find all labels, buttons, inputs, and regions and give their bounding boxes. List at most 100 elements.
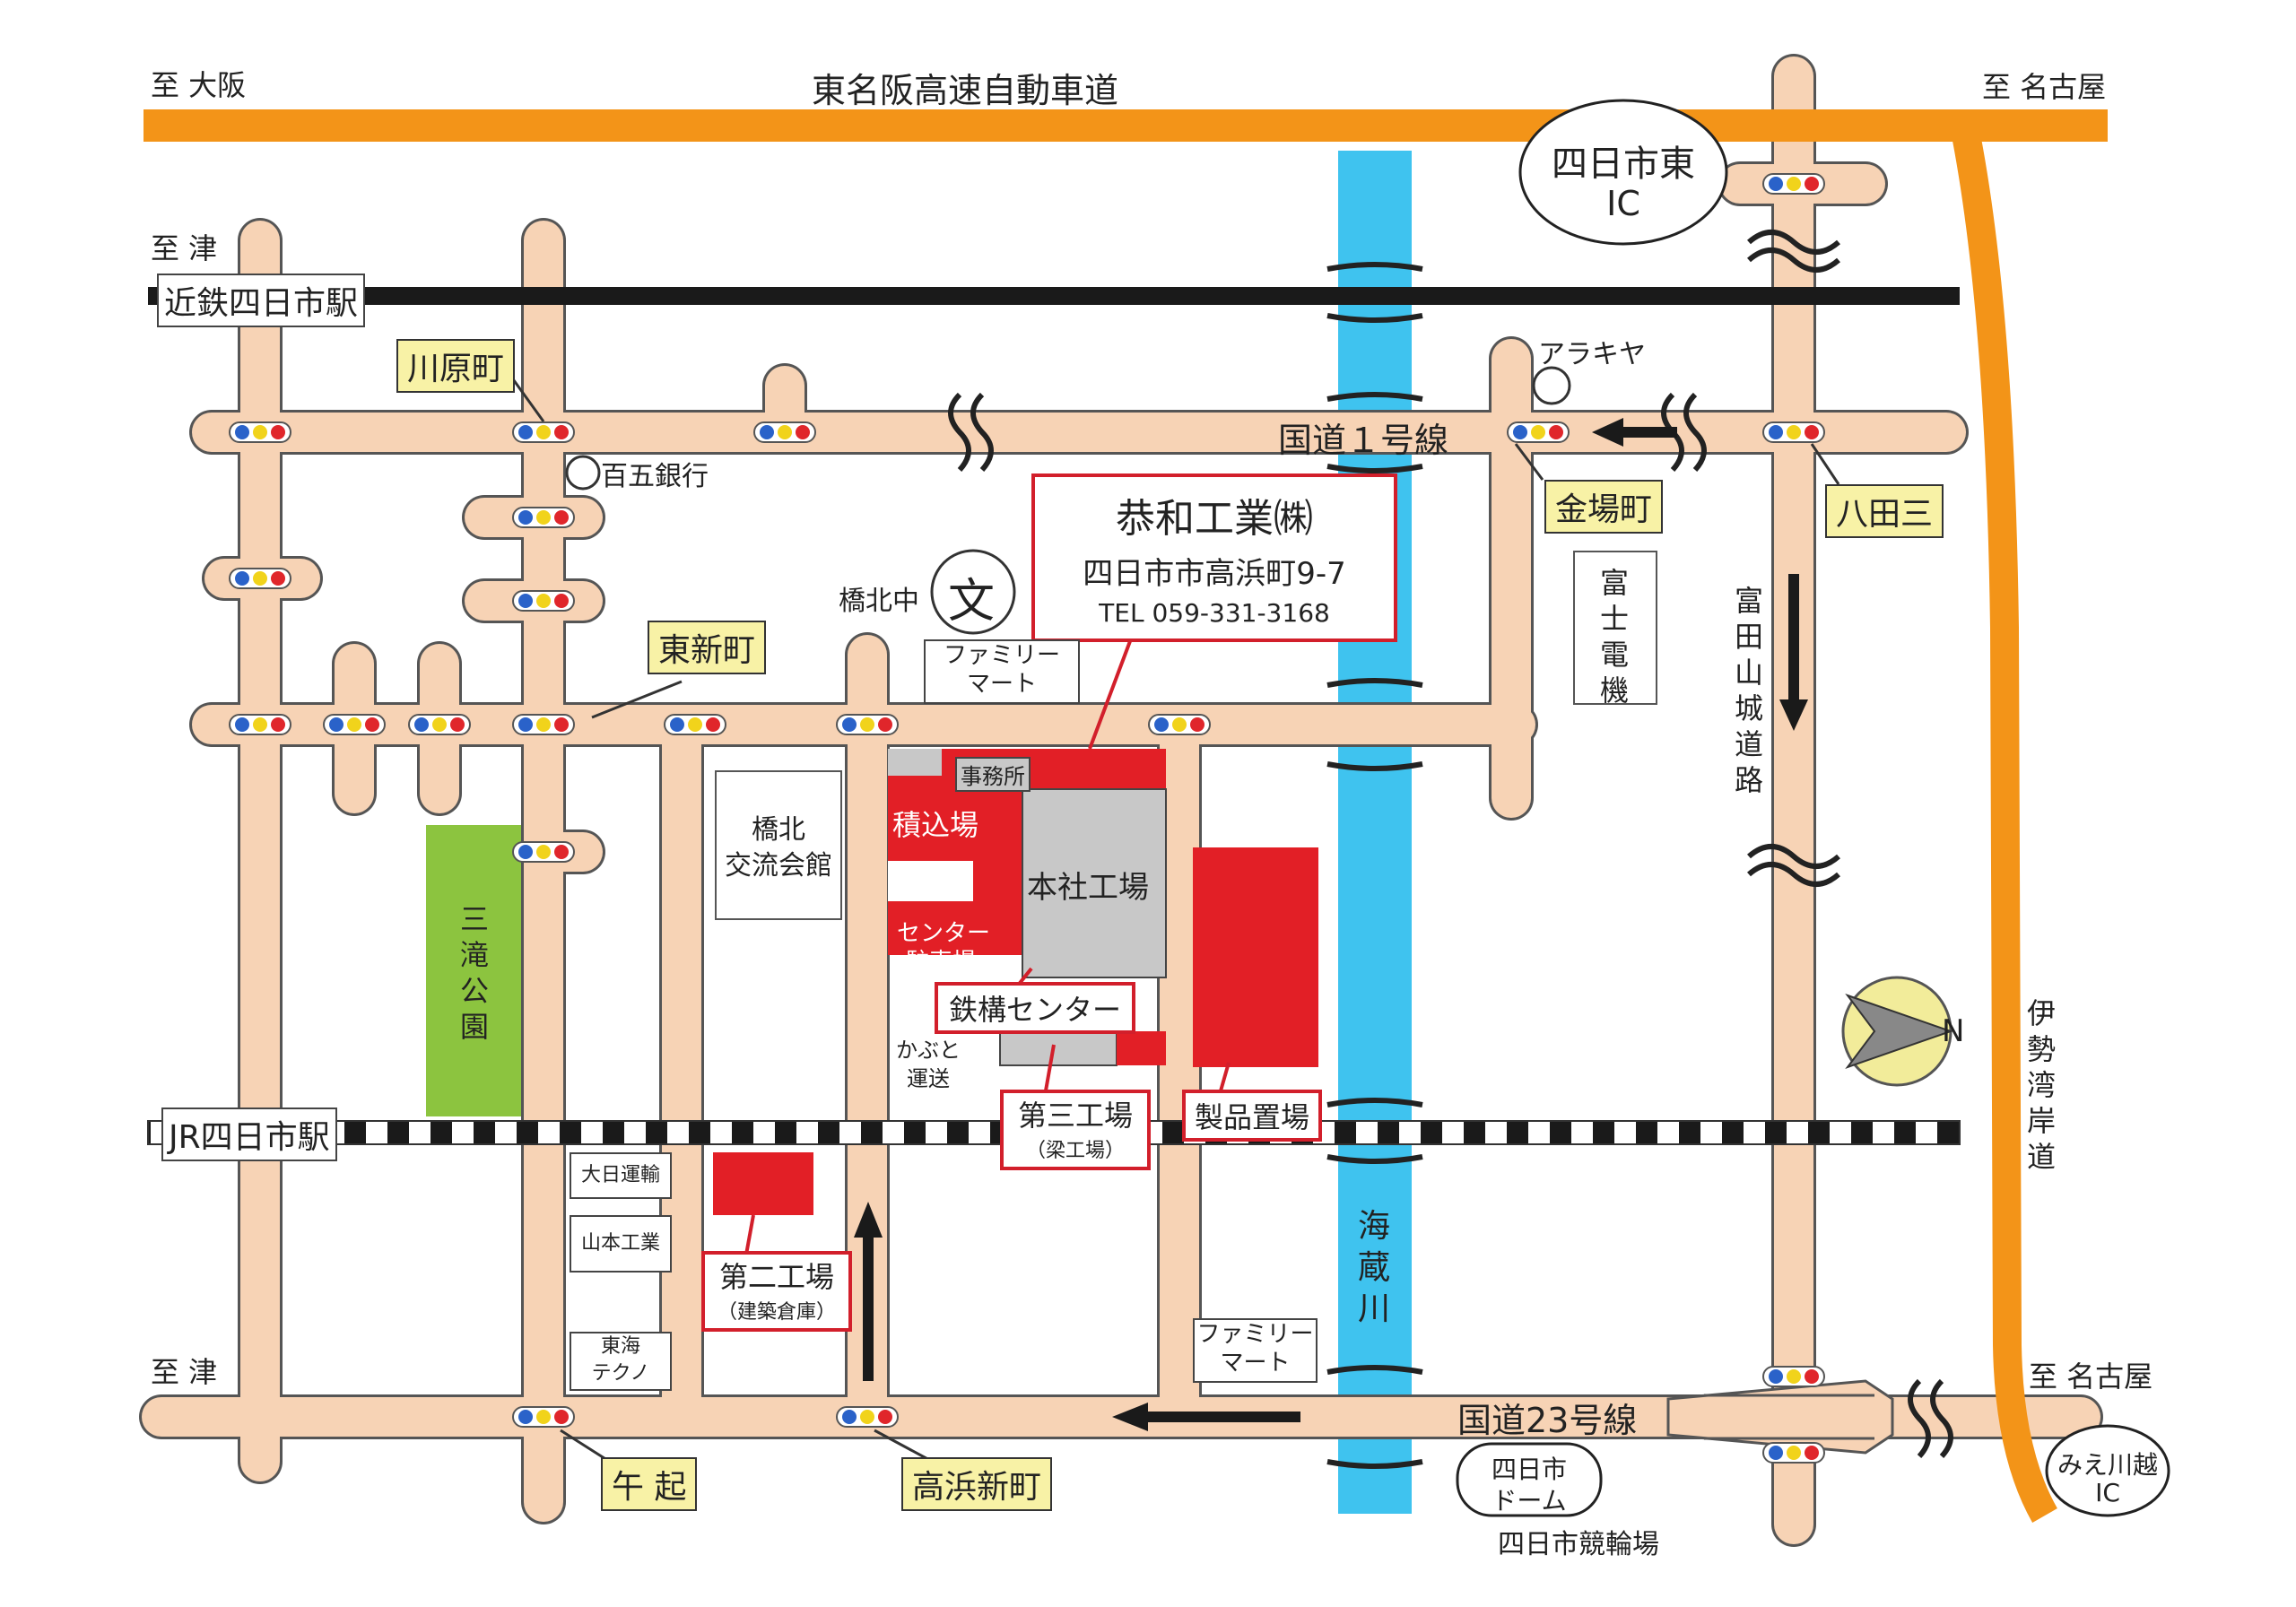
intersection-higashishinmachi: 東新町	[648, 621, 767, 674]
fuji-denki-label: 富士電機	[1599, 566, 1629, 708]
intersection-takahamashinmachi: 高浜新町	[901, 1457, 1053, 1511]
traffic-light-icon	[512, 1406, 575, 1428]
school-circle	[930, 549, 1016, 635]
traffic-light-icon	[229, 421, 291, 443]
traffic-light-icon	[512, 714, 575, 735]
traffic-light-icon	[229, 568, 291, 589]
traffic-light-icon	[1762, 173, 1825, 195]
daisan-line1: 第三工場	[1017, 1099, 1133, 1133]
ic-yokkaichi-higashi-line1: 四日市東	[1552, 143, 1695, 185]
break-marks	[948, 230, 1953, 1459]
traffic-light-icon	[512, 421, 575, 443]
tekko-center-label: 鉄構センター	[935, 982, 1136, 1034]
dome-box	[1456, 1442, 1603, 1517]
traffic-light-icon	[408, 714, 471, 735]
family-mart-north: ファミリー マート	[924, 639, 1080, 704]
dest-tsu-lower: 至 津	[151, 1355, 218, 1389]
traffic-light-icon	[1762, 1366, 1825, 1387]
intersection-hattasan: 八田三	[1825, 484, 1944, 538]
company-address: 四日市市高浜町9-7	[1083, 556, 1346, 592]
center-parking-line1: センター	[897, 920, 991, 947]
traffic-light-icon	[836, 1406, 899, 1428]
ic-yokkaichi-higashi-line2: IC	[1606, 184, 1640, 223]
kaizo-river-label: 海蔵川	[1357, 1208, 1390, 1327]
kaizo-river	[1338, 151, 1412, 1514]
factory-buildings	[713, 749, 1318, 1215]
seihin-label: 製品置場	[1182, 1090, 1323, 1142]
daini-factory-label: 第二工場 （建築倉庫）	[701, 1251, 852, 1332]
bridges	[1326, 262, 1423, 1469]
traffic-arrows	[854, 418, 1808, 1431]
sanryu-park-label: 三滝公園	[459, 902, 489, 1044]
ic-mie-kawagoe-line1: みえ川越	[2057, 1450, 2158, 1480]
traffic-light-icon	[512, 841, 575, 863]
kintetsu-station-label: 近鉄四日市駅	[157, 274, 366, 327]
traffic-light-icon	[753, 421, 816, 443]
traffic-light-icon	[512, 590, 575, 612]
leader-lines	[743, 640, 1231, 1265]
daisan-line2: （梁工場）	[1025, 1140, 1125, 1162]
ic-mie-kawagoe-line2: IC	[2095, 1478, 2120, 1507]
company-name: 恭和工業㈱	[1116, 496, 1313, 542]
kyohoku-school-label: 橋北中	[839, 586, 919, 617]
company-tel: TEL 059-331-3168	[1099, 598, 1330, 628]
route23-label: 国道23号線	[1457, 1401, 1638, 1440]
yamamoto-label: 山本工業	[570, 1215, 672, 1273]
traffic-lights	[229, 173, 1825, 1464]
kyohoku-hall-line2: 交流会館	[725, 850, 832, 882]
kabuto-unso: かぶと 運送	[892, 1036, 964, 1099]
traffic-light-icon	[1148, 714, 1211, 735]
dest-nagoya-bottom: 至 名古屋	[2029, 1359, 2153, 1394]
daisan-factory-label: 第三工場 （梁工場）	[1000, 1090, 1151, 1170]
tomeihan-label: 東名阪高速自動車道	[812, 71, 1119, 110]
daini-line1: 第二工場	[718, 1260, 834, 1294]
hyakugo-marker	[565, 455, 601, 491]
traffic-light-icon	[229, 714, 291, 735]
tokai-line1: 東海	[600, 1335, 640, 1358]
company-info-box: 恭和工業㈱ 四日市市高浜町9-7 TEL 059-331-3168	[1031, 473, 1397, 642]
traffic-light-icon	[1762, 1442, 1825, 1464]
dest-tsu-upper: 至 津	[151, 231, 218, 265]
route23-interchange	[1666, 1379, 1894, 1455]
traffic-light-icon	[664, 714, 726, 735]
traffic-light-icon	[323, 714, 386, 735]
other-buildings	[715, 551, 1657, 920]
sanryu-park-area	[426, 825, 523, 1116]
traffic-light-icon	[1762, 421, 1825, 443]
kabuto-line2: 運送	[907, 1066, 950, 1091]
family-mart-south-line1: ファミリー	[1196, 1321, 1314, 1348]
intersection-kanebamachi: 金場町	[1544, 480, 1664, 534]
keirinjo-label: 四日市競輪場	[1498, 1529, 1659, 1560]
route1-label: 国道１号線	[1278, 421, 1449, 460]
intersection-kawaramachi: 川原町	[396, 339, 516, 393]
dest-nagoya-top: 至 名古屋	[1982, 70, 2107, 104]
dome-line1: 四日市	[1491, 1455, 1567, 1484]
honsha-label: 本社工場	[1027, 870, 1149, 906]
arakiya-marker	[1532, 366, 1571, 405]
north-label: N	[1942, 1013, 1965, 1049]
traffic-light-icon	[836, 714, 899, 735]
family-mart-north-line2: マート	[966, 671, 1037, 698]
family-mart-south: ファミリー マート	[1193, 1318, 1318, 1383]
yokkaichi-higashi-ic-circle	[1518, 99, 1728, 246]
jimusho-label: 事務所	[955, 757, 1031, 792]
tokai-line2: テクノ	[591, 1362, 650, 1385]
tomida-label: 富田山城道路	[1734, 584, 1763, 797]
kyohoku-hall-line1: 橋北	[752, 814, 805, 846]
compass-arrow	[1845, 993, 1954, 1070]
kabuto-line1: かぶと	[896, 1038, 961, 1063]
jr-station-label: JR四日市駅	[161, 1108, 337, 1161]
daini-line2: （建築倉庫）	[717, 1301, 836, 1324]
traffic-light-icon	[512, 507, 575, 528]
center-parking-line2: 駐車場	[906, 949, 977, 976]
arakiya-label: アラキヤ	[1538, 339, 1646, 370]
isewangan-label: 伊勢湾岸道	[2026, 996, 2056, 1174]
tokai-techno: 東海 テクノ	[570, 1332, 672, 1391]
isewangan-expressway	[1950, 122, 2057, 1523]
school-symbol: 文	[948, 575, 996, 629]
mie-kawagoe-ic-circle	[2045, 1424, 2170, 1517]
family-mart-north-line1: ファミリー	[943, 642, 1060, 669]
hyakugo-label: 百五銀行	[601, 461, 709, 492]
dest-osaka: 至 大阪	[151, 68, 247, 102]
